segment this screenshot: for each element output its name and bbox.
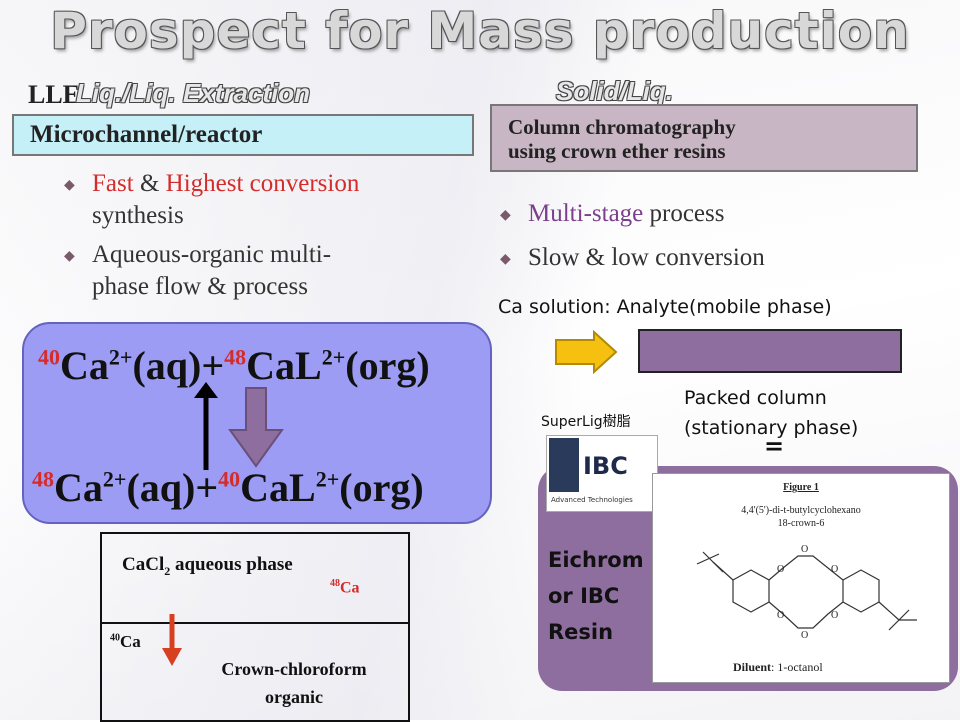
element-symbol: CaL: [240, 465, 316, 510]
crown-ether-figure: Figure 1 4,4'(5')-di-t-butylcyclohexano …: [652, 473, 950, 683]
solid-liq-label: Solid/Liq.: [556, 76, 673, 106]
ring-oxygen: O: [801, 630, 808, 641]
figure-compound-name: 4,4'(5')-di-t-butylcyclohexano 18-crown-…: [653, 504, 949, 530]
superlig-label: SuperLig樹脂: [541, 414, 631, 430]
equation-text: (aq)+: [126, 465, 219, 510]
element-symbol: Ca: [54, 465, 103, 510]
element-symbol: Ca: [60, 343, 109, 388]
liq-liq-extraction-label: Liq./Liq. Extraction: [76, 78, 311, 108]
ca40-label: 40Ca: [110, 632, 141, 652]
equals-sign: =: [764, 432, 785, 460]
arrow-down-icon: [162, 614, 182, 666]
equation-text: (org): [345, 343, 430, 388]
organic-phase-label: Crown-chloroform organic: [196, 655, 392, 711]
bullet-text: Highest conversion: [165, 170, 360, 197]
equilibrium-arrows-icon: [194, 382, 284, 470]
logo-subtext: Advanced Technologies: [551, 496, 633, 504]
right-bullet-list: ◆ Multi-stage process ◆ Slow & low conve…: [494, 198, 934, 281]
slide-title: Prospect for Mass production: [50, 2, 910, 60]
ibc-logo: IBC Advanced Technologies: [546, 435, 658, 512]
label-text: CaCl: [122, 554, 165, 575]
resin-label: Eichrom or IBC Resin: [548, 542, 644, 650]
charge: 2+: [102, 466, 127, 492]
right-bullet-2: ◆ Slow & low conversion: [494, 242, 934, 274]
subscript: 2: [164, 563, 171, 578]
logo-text: IBC: [583, 452, 628, 480]
ring-oxygen: O: [831, 610, 838, 621]
isotope-mass: 40: [218, 466, 241, 492]
charge: 2+: [108, 344, 133, 370]
bullet-text: synthesis: [92, 202, 184, 229]
box-text: Column chromatography: [508, 115, 736, 139]
label-text: Resin: [548, 620, 614, 644]
left-bullet-list: ◆ Fast & Highest conversion synthesis ◆ …: [58, 168, 498, 310]
microchannel-box: Microchannel/reactor: [12, 114, 474, 156]
ring-oxygen: O: [801, 544, 808, 555]
bullet-text: Aqueous-organic multi-: [92, 241, 332, 268]
diamond-bullet-icon: ◆: [64, 178, 75, 193]
left-bullet-1: ◆ Fast & Highest conversion synthesis: [58, 168, 498, 232]
phase-boundary: [100, 622, 410, 624]
bullet-text: &: [133, 170, 166, 197]
diamond-bullet-icon: ◆: [500, 252, 511, 267]
isotope-mass: 40: [38, 344, 60, 370]
element-symbol: Ca: [340, 579, 360, 597]
isotope-mass: 48: [32, 466, 54, 492]
aqueous-phase-label: CaCl2 aqueous phase: [122, 554, 293, 579]
ring-oxygen: O: [831, 564, 838, 575]
equation-text: (aq)+: [132, 343, 225, 388]
element-symbol: CaL: [246, 343, 322, 388]
ring-oxygen: O: [777, 610, 784, 621]
bullet-text: phase flow & process: [92, 273, 308, 300]
left-bullet-2: ◆ Aqueous-organic multi- phase flow & pr…: [58, 239, 498, 303]
column-chromatography-box: Column chromatography using crown ether …: [490, 104, 918, 172]
isotope-mass: 48: [224, 344, 247, 370]
equation-reverse: 48Ca2+(aq)+40CaL2+(org): [32, 464, 424, 511]
element-symbol: Ca: [120, 632, 141, 651]
isotope-mass: 48: [330, 578, 340, 589]
right-bullet-1: ◆ Multi-stage process: [494, 198, 934, 230]
arrow-right-icon: [555, 330, 618, 374]
charge: 2+: [315, 466, 340, 492]
label-text: aqueous phase: [170, 554, 293, 575]
bullet-text: Fast: [92, 170, 134, 197]
equation-text: (org): [339, 465, 424, 510]
bullet-text: Slow & low conversion: [528, 244, 765, 271]
lle-prefix: LLE: [28, 80, 81, 109]
diamond-bullet-icon: ◆: [64, 249, 75, 264]
label-text: 18-crown-6: [777, 518, 825, 529]
lle-header: LLE: [28, 80, 80, 110]
packed-column-label: Packed column (stationary phase): [684, 383, 858, 443]
ca48-label: 48Ca: [330, 578, 360, 597]
bullet-text: process: [643, 200, 725, 227]
logo-mark-icon: [549, 438, 579, 492]
label-text: Eichrom: [548, 548, 644, 572]
label-text: Packed column: [684, 387, 827, 409]
label-text: (stationary phase): [684, 417, 859, 439]
charge: 2+: [321, 344, 346, 370]
figure-title: Figure 1: [783, 482, 819, 493]
label-text: or IBC: [548, 584, 620, 608]
equation-forward: 40Ca2+(aq)+48CaL2+(org): [38, 342, 430, 389]
label-text: Diluent: [733, 660, 772, 674]
ca-solution-label: Ca solution: Analyte(mobile phase): [498, 296, 832, 318]
box-text: using crown ether resins: [508, 139, 726, 163]
label-text: : 1-octanol: [771, 660, 823, 674]
packed-column-rect: [638, 329, 902, 373]
crown-ether-structure-icon: O O O O O O: [696, 544, 917, 641]
label-text: 4,4'(5')-di-t-butylcyclohexano: [741, 505, 861, 516]
ring-oxygen: O: [777, 564, 784, 575]
label-text: organic: [265, 687, 323, 707]
diamond-bullet-icon: ◆: [500, 208, 511, 223]
figure-diluent: Diluent: 1-octanol: [733, 660, 823, 675]
isotope-mass: 40: [110, 632, 120, 644]
label-text: Crown-chloroform: [221, 659, 367, 679]
bullet-text: Multi-stage: [528, 200, 644, 227]
